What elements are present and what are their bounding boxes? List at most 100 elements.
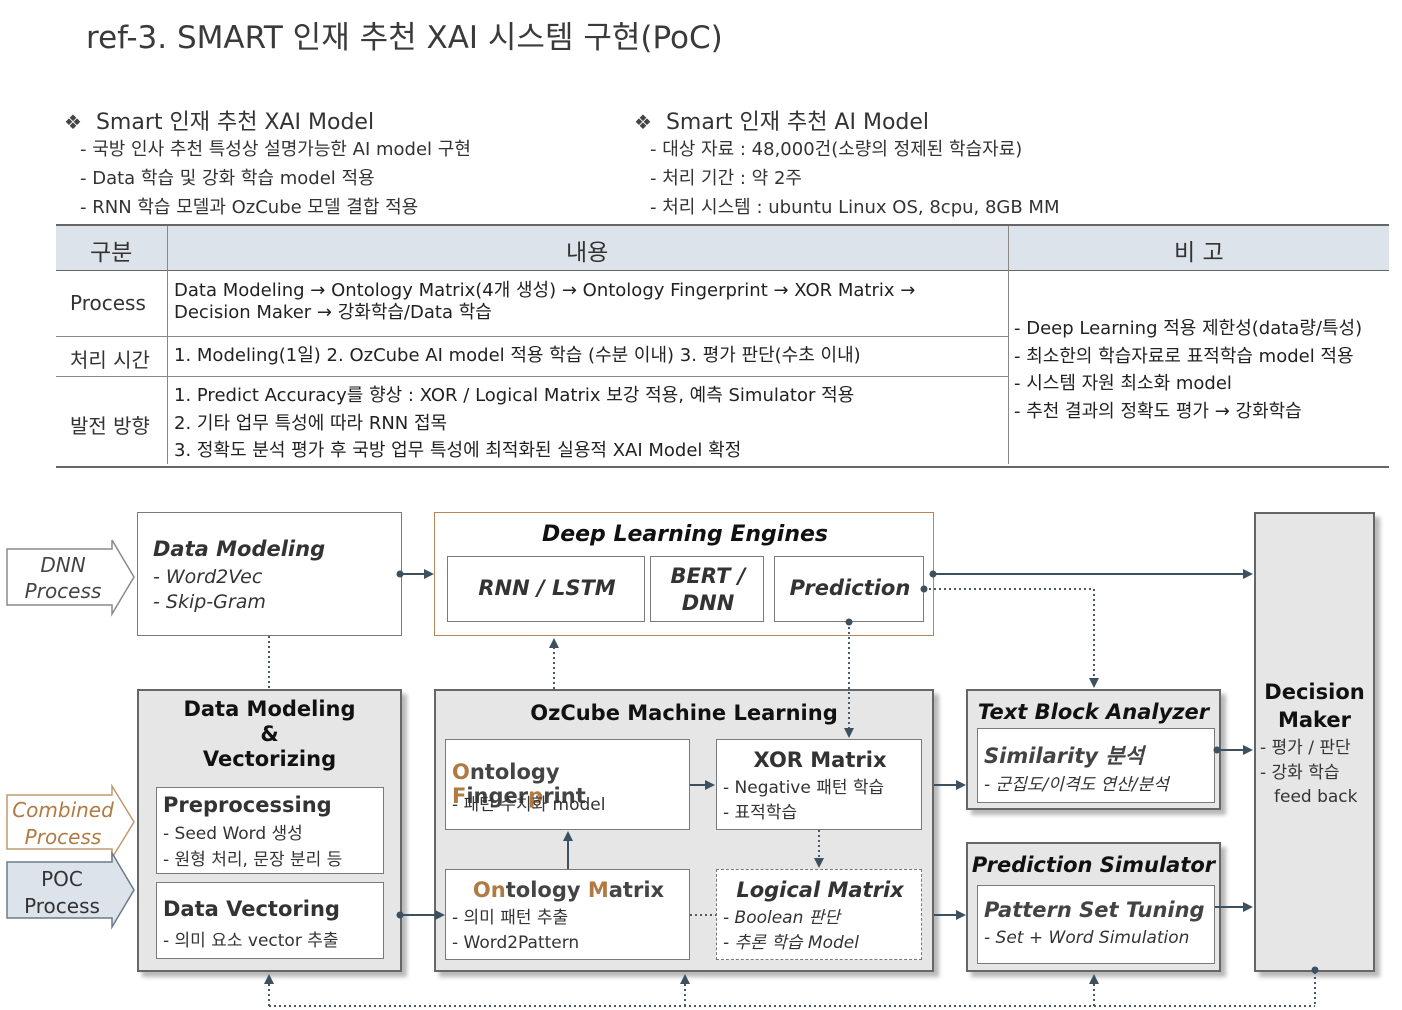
pattern-set-tuning-title: Pattern Set Tuning	[984, 898, 1205, 922]
table-header: 구분 내용 비 고	[56, 226, 1389, 271]
right-heading-text: Smart 인재 추천 AI Model	[665, 110, 930, 135]
content-line: Data Modeling → Ontology Matrix(4개 생성) →…	[174, 280, 916, 301]
diamond-bullet-icon: ❖	[64, 110, 82, 134]
right-bullets: - 대상 자료 : 48,000건(소량의 정제된 학습자료) - 처리 기간 …	[650, 135, 1060, 222]
process-content: Data Modeling → Ontology Matrix(4개 생성) →…	[174, 280, 915, 324]
row-label-process: Process	[70, 291, 146, 315]
row-divider	[56, 336, 1008, 337]
page-title: ref-3. SMART 인재 추천 XAI 시스템 구현(PoC)	[86, 20, 723, 56]
column-divider	[1008, 226, 1009, 464]
label-line: Process	[24, 825, 102, 849]
preprocessing-box: Preprocessing - Seed Word 생성 - 원형 처리, 문장…	[156, 787, 384, 874]
decision-maker-box: Decision Maker - 평가 / 판단 - 강화 학습 feed ba…	[1254, 512, 1375, 972]
title-part: rint	[543, 784, 586, 808]
prediction-simulator-title: Prediction Simulator	[971, 853, 1216, 877]
title-part: ntology	[469, 760, 560, 784]
title-part: tology	[505, 878, 588, 902]
remark-line: - 최소한의 학습자료로 표적학습 model 적용	[1014, 345, 1354, 367]
left-bullet: - Data 학습 및 강화 학습 model 적용	[80, 168, 375, 189]
item-line: - Seed Word 생성	[163, 824, 303, 844]
preprocessing-title: Preprocessing	[163, 793, 332, 817]
diamond-bullet-icon: ❖	[634, 110, 652, 134]
item-line: - Boolean 판단	[723, 908, 841, 928]
decision-maker-items: - 평가 / 판단 - 강화 학습 feed back	[1260, 736, 1358, 810]
left-bullet: - 국방 인사 추천 특성상 설명가능한 AI model 구현	[80, 139, 471, 160]
row-label-direction: 발전 방향	[70, 414, 150, 438]
similarity-box: Similarity 분석 - 군집도/이격도 연산/분석	[977, 728, 1215, 803]
item-line: - Negative 패턴 학습	[723, 778, 885, 798]
header-category: 구분	[90, 240, 133, 266]
item-line: - 강화 학습	[1260, 762, 1340, 783]
remark-line: - 시스템 자원 최소화 model	[1014, 373, 1232, 394]
bert-dnn-box: BERT / DNN	[650, 556, 764, 622]
data-modeling-box: Data Modeling - Word2Vec - Skip-Gram	[137, 512, 402, 636]
left-bullets: - 국방 인사 추천 특성상 설명가능한 AI model 구현 - Data …	[80, 135, 471, 222]
dotted-connector	[924, 588, 1099, 688]
data-vectoring-title: Data Vectoring	[163, 897, 340, 921]
right-section-heading: ❖ Smart 인재 추천 AI Model	[634, 104, 929, 136]
prediction-label: Prediction	[789, 576, 911, 600]
item-line: - Word2Pattern	[452, 933, 580, 953]
header-content: 내용	[566, 240, 609, 266]
item-line: - 원형 처리, 문장 분리 등	[163, 850, 343, 870]
text-block-title: Text Block Analyzer	[977, 700, 1210, 724]
title-part: O	[452, 760, 470, 784]
direction-content: 1. Predict Accuracy를 향상 : XOR / Logical …	[174, 382, 854, 465]
logical-matrix-title: Logical Matrix	[736, 878, 904, 902]
row-divider	[56, 376, 1008, 377]
content-line: 1. Modeling(1일) 2. OzCube AI model 적용 학습…	[174, 345, 861, 366]
dnn-process-label: DNN Process	[14, 552, 112, 604]
label-line: DNN	[40, 553, 86, 577]
pattern-set-tuning-items: - Set + Word Simulation	[984, 928, 1189, 948]
ontology-fingerprint-items: - 패턴 수치화 model	[452, 790, 605, 815]
item-line: - 패턴 수치화 model	[452, 795, 606, 815]
item-line: - Word2Vec	[153, 566, 263, 588]
title-part: atrix	[608, 878, 665, 902]
data-modeling-title: Data Modeling	[153, 537, 326, 561]
content-line: 1. Predict Accuracy를 향상 : XOR / Logical …	[174, 385, 855, 406]
ozcube-title: OzCube Machine Learning	[530, 701, 838, 725]
content-line: 2. 기타 업무 특성에 따라 RNN 접목	[174, 412, 448, 434]
combined-process-label: Combined Process	[8, 797, 118, 851]
pattern-set-tuning-box: Pattern Set Tuning - Set + Word Simulati…	[977, 885, 1215, 964]
remark-line: - 추천 결과의 정확도 평가 → 강화학습	[1014, 400, 1302, 422]
poc-process-label: POC Process	[12, 866, 112, 920]
label-line: BERT /	[670, 564, 746, 588]
item-line: - 의미 요소 vector 추출	[163, 931, 339, 951]
item-line: - 표적학습	[723, 803, 798, 823]
label-line: Process	[24, 894, 100, 918]
ontology-matrix-items: - 의미 패턴 추출 - Word2Pattern	[452, 906, 579, 956]
left-bullet: - RNN 학습 모델과 OzCube 모델 결합 적용	[80, 197, 419, 218]
title-part: inger	[466, 784, 529, 808]
content-line: Decision Maker → 강화학습/Data 학습	[174, 302, 492, 323]
label-line: DNN	[681, 591, 735, 615]
item-line: - 군집도/이격도 연산/분석	[984, 775, 1169, 795]
row-label-time: 처리 시간	[70, 348, 150, 372]
title-part: On	[472, 878, 506, 902]
ontology-matrix-box: Ontology Matrix - 의미 패턴 추출 - Word2Patter…	[445, 869, 690, 960]
xor-matrix-items: - Negative 패턴 학습 - 표적학습	[723, 776, 884, 826]
left-heading-text: Smart 인재 추천 XAI Model	[95, 110, 375, 135]
similarity-items: - 군집도/이격도 연산/분석	[984, 770, 1169, 795]
item-line: - 평가 / 판단	[1260, 738, 1351, 758]
remark-line: - Deep Learning 적용 제한성(data량/특성)	[1014, 318, 1363, 339]
dnn-process-arrow	[6, 540, 135, 617]
ontology-fingerprint-box: Ontology Fingerprint - 패턴 수치화 model	[445, 739, 690, 830]
time-content: 1. Modeling(1일) 2. OzCube AI model 적용 학습…	[174, 345, 861, 367]
ontology-fingerprint-title: Ontology Fingerprint	[452, 760, 689, 808]
prediction-box: Prediction	[774, 556, 924, 622]
rnn-lstm-box: RNN / LSTM	[447, 556, 645, 622]
remarks-content: - Deep Learning 적용 제한성(data량/특성) - 최소한의 …	[1014, 315, 1362, 425]
label-line: Process	[24, 579, 102, 603]
decision-maker-title: Decision Maker	[1256, 678, 1373, 734]
item-line: - 추론 학습 Model	[723, 933, 859, 953]
rnn-lstm-label: RNN / LSTM	[478, 576, 616, 600]
left-section-heading: ❖ Smart 인재 추천 XAI Model	[64, 104, 374, 136]
label-line: POC	[41, 867, 83, 891]
title-line: Vectorizing	[202, 747, 337, 771]
right-bullet: - 처리 기간 : 약 2주	[650, 168, 802, 189]
title-line: Decision	[1264, 680, 1365, 704]
data-modeling-items: - Word2Vec - Skip-Gram	[153, 565, 266, 615]
item-line: - 의미 패턴 추출	[452, 908, 569, 928]
label-line: Combined	[12, 798, 114, 822]
